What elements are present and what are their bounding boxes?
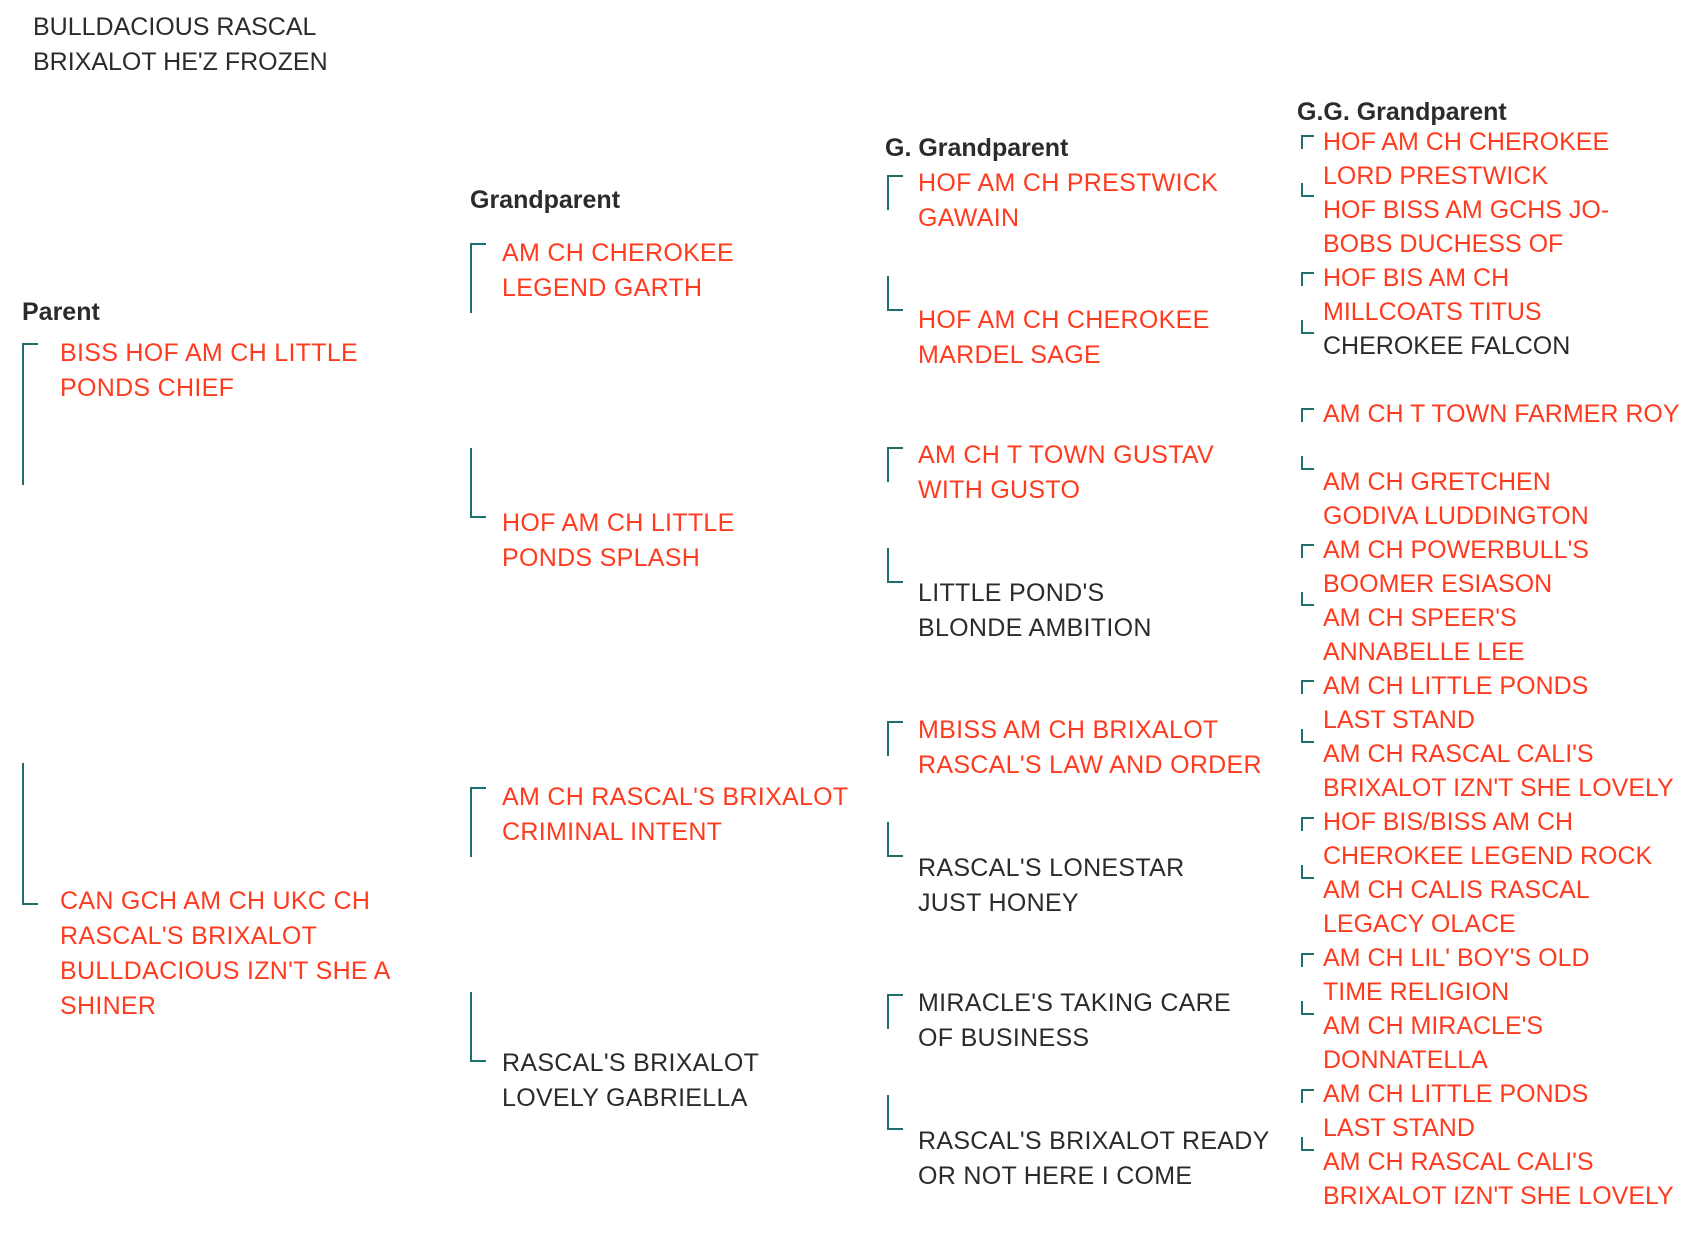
gg-grandparent-line[interactable]: AM CH LITTLE PONDS — [1323, 1080, 1589, 1108]
bracket-bottom — [1301, 183, 1314, 197]
gg-grandparent-line[interactable]: AM CH T TOWN FARMER ROY — [1323, 400, 1680, 428]
gg-grandparent-line[interactable]: AM CH LITTLE PONDS — [1323, 672, 1589, 700]
gg-grandparent-line[interactable]: HOF AM CH CHEROKEE — [1323, 128, 1610, 156]
header-gg-grandparent: G.G. Grandparent — [1297, 98, 1507, 126]
gg-grandparent-line[interactable]: ANNABELLE LEE — [1323, 638, 1525, 666]
bracket-top — [1301, 272, 1314, 286]
bracket-top — [1301, 1089, 1314, 1103]
bracket-bottom — [470, 448, 486, 518]
bracket-top — [887, 994, 903, 1029]
gg-grandparent-line[interactable]: BOBS DUCHESS OF — [1323, 230, 1564, 258]
bracket-bottom — [887, 276, 903, 311]
gg-grandparent-line[interactable]: HOF BIS/BISS AM CH — [1323, 808, 1574, 836]
bracket-bottom — [1301, 456, 1314, 470]
header-g-grandparent: G. Grandparent — [885, 134, 1069, 162]
bracket-top — [470, 243, 486, 313]
gg-grandparent-line[interactable]: AM CH CALIS RASCAL — [1323, 876, 1590, 904]
gg-grandparent-line[interactable]: BRIXALOT IZN'T SHE LOVELY — [1323, 1182, 1674, 1210]
gg-grandparent-line[interactable]: AM CH POWERBULL'S — [1323, 536, 1589, 564]
gg-grandparent-line[interactable]: DONNATELLA — [1323, 1046, 1488, 1074]
bracket-top — [887, 447, 903, 482]
bracket-top — [470, 787, 486, 857]
bracket-top — [887, 721, 903, 756]
gg-grandparent-line[interactable]: LAST STAND — [1323, 706, 1475, 734]
bracket-top — [1301, 135, 1314, 149]
gg-grandparent-line[interactable]: BRIXALOT IZN'T SHE LOVELY — [1323, 774, 1674, 802]
bracket-top — [887, 175, 903, 210]
bracket-top — [1301, 953, 1314, 967]
gg-grandparent-line[interactable]: AM CH LIL' BOY'S OLD — [1323, 944, 1590, 972]
header-parent: Parent — [22, 298, 100, 326]
bracket-bottom — [1301, 729, 1314, 743]
bracket-bottom — [887, 1095, 903, 1130]
gg-grandparent-line[interactable]: CHEROKEE FALCON — [1323, 332, 1571, 360]
gg-grandparent-line[interactable]: LORD PRESTWICK — [1323, 162, 1549, 190]
gg-grandparent-line[interactable]: LAST STAND — [1323, 1114, 1475, 1142]
gg-grandparent-line[interactable]: TIME RELIGION — [1323, 978, 1510, 1006]
gg-grandparent-line[interactable]: HOF BISS AM GCHS JO- — [1323, 196, 1610, 224]
dog-name-line-1: BULLDACIOUS RASCAL — [33, 13, 317, 41]
gg-grandparent-line[interactable]: LEGACY OLACE — [1323, 910, 1516, 938]
gg-grandparent-line[interactable]: AM CH GRETCHEN — [1323, 468, 1551, 496]
bracket-top — [1301, 680, 1314, 694]
bracket-bottom — [887, 548, 903, 583]
bracket-top — [1301, 817, 1314, 831]
gg-grandparent-line[interactable]: AM CH MIRACLE'S — [1323, 1012, 1544, 1040]
gg-grandparent-line[interactable]: AM CH RASCAL CALI'S — [1323, 1148, 1594, 1176]
bracket-top — [1301, 408, 1314, 422]
gg-grandparent-line[interactable]: GODIVA LUDDINGTON — [1323, 502, 1589, 530]
dog-name-line-2: BRIXALOT HE'Z FROZEN — [33, 48, 328, 76]
bracket-bottom — [887, 822, 903, 857]
bracket-bottom — [1301, 1137, 1314, 1151]
gg-grandparent-line[interactable]: BOOMER ESIASON — [1323, 570, 1553, 598]
bracket-bottom — [1301, 320, 1314, 334]
gg-grandparent-line[interactable]: AM CH SPEER'S — [1323, 604, 1517, 632]
gg-grandparent-line[interactable]: AM CH RASCAL CALI'S — [1323, 740, 1594, 768]
bracket-bottom — [470, 992, 486, 1062]
gg-grandparent-line[interactable]: MILLCOATS TITUS — [1323, 298, 1542, 326]
bracket-top — [1301, 544, 1314, 558]
bracket-bottom — [1301, 1001, 1314, 1015]
bracket-bottom — [22, 763, 38, 905]
bracket-bottom — [1301, 865, 1314, 879]
bracket-bottom — [1301, 592, 1314, 606]
gg-grandparent-line[interactable]: CHEROKEE LEGEND ROCK — [1323, 842, 1653, 870]
bracket-top — [22, 343, 38, 485]
header-grandparent: Grandparent — [470, 186, 621, 214]
gg-grandparent-line[interactable]: HOF BIS AM CH — [1323, 264, 1510, 292]
